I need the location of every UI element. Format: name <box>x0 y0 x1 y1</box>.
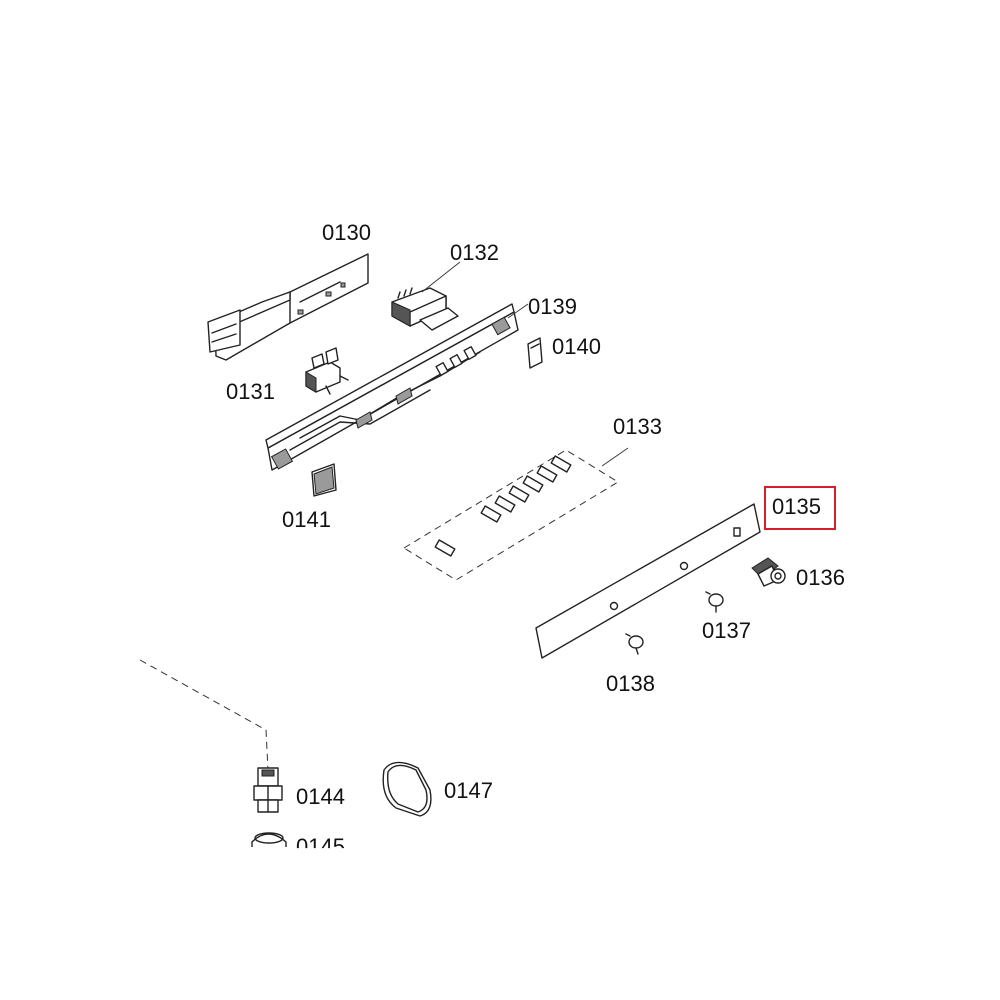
part-0131-drawing <box>305 347 349 395</box>
part-label-0133[interactable]: 0133 <box>613 414 662 439</box>
part-0137-drawing <box>705 591 724 613</box>
part-label-0130[interactable]: 0130 <box>322 220 371 245</box>
part-label-0131[interactable]: 0131 <box>226 379 275 404</box>
part-0141-drawing <box>311 463 337 497</box>
part-label-0140[interactable]: 0140 <box>552 334 601 359</box>
part-0138-drawing <box>625 633 644 655</box>
part-0132-drawing <box>391 261 461 331</box>
part-label-0136[interactable]: 0136 <box>796 565 845 590</box>
highlighted-part-box <box>764 486 836 530</box>
part-label-0135[interactable]: 0135 <box>772 494 821 519</box>
part-0140-drawing <box>527 337 543 369</box>
part-label-0138[interactable]: 0138 <box>606 671 655 696</box>
part-0139-drawing <box>265 303 529 471</box>
part-0133-drawing <box>403 447 629 581</box>
part-label-0137[interactable]: 0137 <box>702 618 751 643</box>
part-0144-drawing <box>139 659 283 813</box>
part-0130-drawing <box>207 253 369 361</box>
part-label-0141[interactable]: 0141 <box>282 507 331 532</box>
part-label-0145[interactable]: 0145 <box>296 834 345 859</box>
part-0147-drawing <box>382 761 432 817</box>
part-label-0132[interactable]: 0132 <box>450 240 499 265</box>
part-0145-drawing <box>251 832 287 849</box>
part-0136-drawing <box>751 557 786 587</box>
part-0135-drawing <box>535 503 761 659</box>
part-label-0139[interactable]: 0139 <box>528 294 577 319</box>
part-label-0144[interactable]: 0144 <box>296 784 345 809</box>
part-label-0147[interactable]: 0147 <box>444 778 493 803</box>
